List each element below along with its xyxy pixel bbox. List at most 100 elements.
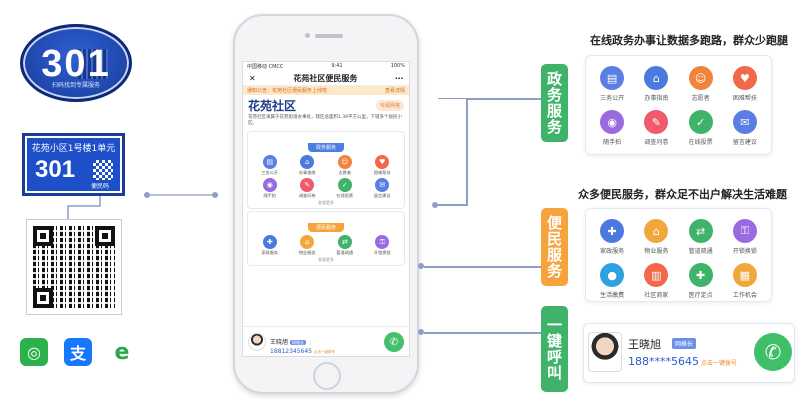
notice-link[interactable]: 查看详情 [384, 88, 405, 94]
service-item[interactable]: ☺志愿者 [679, 66, 723, 102]
civil-heading: 众多便民服务，群众足不出户解决生活难题 [578, 188, 787, 201]
service-item[interactable]: ▥社区商家 [634, 263, 678, 299]
service-label: 开锁换锁 [732, 248, 757, 255]
service-label: 随手拍 [263, 193, 277, 198]
gov-service-card: 政务服务 ▤三务公开⌂办事指南☺志愿者♥困难帮扶◉随手拍✎调查问卷✓在线投票✉留… [247, 131, 405, 209]
service-label: 办事指南 [644, 95, 669, 102]
service-icon: ⚿ [732, 219, 757, 243]
connector-dot [432, 202, 438, 208]
service-item[interactable]: ⌂ 办事指南 [634, 66, 678, 102]
service-item[interactable]: ✉留言建议 [723, 110, 767, 146]
big-qr-code[interactable] [26, 219, 122, 315]
service-item[interactable]: ✎调查问卷 [289, 178, 327, 199]
connector-line [466, 98, 468, 205]
service-item[interactable]: ⇄管道疏通 [326, 235, 364, 256]
more-menu-icon[interactable]: ⋯ [394, 73, 403, 83]
qr-finder-icon [33, 288, 53, 308]
service-label: 志愿者 [338, 170, 352, 175]
home-button[interactable] [313, 362, 341, 390]
service-item[interactable]: ✚家政服务 [590, 219, 634, 255]
service-label: 三务公开 [261, 170, 279, 175]
service-icon: ▤ [262, 155, 277, 169]
civil-card-header: 便民服务 [307, 223, 344, 232]
qr-finder-icon [95, 226, 115, 246]
service-icon: ◉ [600, 110, 625, 134]
service-item[interactable]: ⇄管道疏通 [679, 219, 723, 255]
notice-bar[interactable]: 通知公告：花苑社区便民服务上线啦 查看详情 [243, 86, 409, 95]
service-label: 留言建议 [373, 193, 391, 198]
connector-line [466, 98, 541, 100]
alipay-icon[interactable]: 支 [64, 338, 92, 366]
phone-mockup: 中国移动 CMCC 9:41 100% ✕ 花苑社区便民服务 ⋯ 通知公告：花苑… [233, 14, 419, 394]
grid-tag-badge[interactable]: 专属网格 [375, 100, 404, 111]
contact-call-hint: 点击一键拨号 [313, 349, 335, 354]
service-icon: ♥ [375, 155, 390, 169]
browser-e-icon[interactable]: e [108, 338, 136, 366]
service-item[interactable]: ▤三务公开 [251, 155, 289, 176]
service-icon: ⌂ [300, 235, 315, 249]
plate-qr-icon [78, 49, 108, 79]
civil-service-tab[interactable]: 便民服务 [541, 208, 568, 286]
service-icon: ✚ [262, 235, 277, 249]
gov-more-link[interactable]: 查看更多 [318, 200, 334, 205]
service-item[interactable]: ⌂办事指南 [289, 155, 327, 176]
service-icon: ✓ [337, 178, 352, 192]
one-click-call-tab[interactable]: 一键呼叫 [541, 306, 568, 392]
call-button[interactable]: ✆ [754, 333, 792, 371]
service-item[interactable]: ✓在线投票 [326, 178, 364, 199]
service-item[interactable]: ✎调查问卷 [634, 110, 678, 146]
plate-to-qr-connector [67, 196, 101, 220]
service-item[interactable]: ☺志愿者 [326, 155, 364, 176]
service-item[interactable]: ✚家政服务 [251, 235, 289, 256]
connector-line [438, 204, 468, 206]
civil-more-link[interactable]: 查看更多 [318, 257, 334, 262]
service-label: 医疗定点 [688, 292, 713, 299]
status-bar: 中国移动 CMCC 9:41 100% [243, 62, 409, 71]
service-item[interactable]: ⚿ 开锁换锁 [723, 219, 767, 255]
plate-qr-label: 便民码 [91, 183, 110, 190]
service-item[interactable]: ✓在线投票 [679, 110, 723, 146]
service-item[interactable]: ▤三务公开 [590, 66, 634, 102]
contact-name: 王晓旭 [270, 338, 289, 346]
plate-qr-icon [93, 160, 113, 180]
service-item[interactable]: ⌂物业服务 [634, 219, 678, 255]
service-item[interactable]: ◉随手拍 [251, 178, 289, 199]
service-icon: ▤ [600, 66, 625, 90]
connector-dot [418, 329, 424, 335]
service-label: 开锁换锁 [373, 250, 391, 255]
service-item[interactable]: ✉留言建议 [364, 178, 402, 199]
phone-call-button[interactable]: ✆ [384, 332, 404, 352]
carrier-label: 中国移动 CMCC [247, 64, 284, 70]
service-icon: ✚ [688, 263, 713, 287]
service-item[interactable]: ✚ 医疗定点 [679, 263, 723, 299]
oval-door-plate: 301 扫码找到专属服务 [20, 24, 132, 102]
service-item[interactable]: ●生活缴费 [590, 263, 634, 299]
service-icon: ☺ [337, 155, 352, 169]
wechat-icon[interactable]: ◎ [20, 338, 48, 366]
service-item[interactable]: ⚿开锁换锁 [364, 235, 402, 256]
gov-card-header: 政务服务 [307, 143, 344, 152]
close-icon[interactable]: ✕ [249, 73, 256, 83]
call-hint: 点击一键拨号 [701, 360, 738, 367]
service-icon: ⇄ [337, 235, 352, 249]
gov-service-tab[interactable]: 政务服务 [541, 64, 568, 142]
service-icon: ● [600, 263, 625, 287]
avatar [588, 332, 622, 372]
service-label: 调查问卷 [298, 193, 316, 198]
call-card: 王晓旭 网格长 188****5645 点击一键拨号 ✆ [583, 323, 795, 383]
service-item[interactable]: ♥困难帮扶 [364, 155, 402, 176]
service-item[interactable]: ♥困难帮扶 [723, 66, 767, 102]
phone-icon: ✆ [389, 336, 399, 348]
service-item[interactable]: ◉随手拍 [590, 110, 634, 146]
call-contact-phone: 188****5645 [628, 355, 699, 368]
service-item[interactable]: ▦工作机会 [723, 263, 767, 299]
service-icon: ♥ [732, 66, 757, 90]
service-icon: ⌂ [644, 66, 669, 90]
service-item[interactable]: ⌂物业服务 [289, 235, 327, 256]
avatar [248, 332, 266, 351]
service-label: 调查问卷 [644, 139, 669, 146]
connector-line [150, 194, 214, 196]
civil-service-panel: ✚家政服务⌂物业服务⇄管道疏通 ⚿ 开锁换锁 ●生活缴费▥社区商家 ✚ 医疗定点 ▦工作机会 [585, 208, 772, 302]
clock-label: 9:41 [331, 63, 343, 69]
service-icon: ⇄ [688, 219, 713, 243]
